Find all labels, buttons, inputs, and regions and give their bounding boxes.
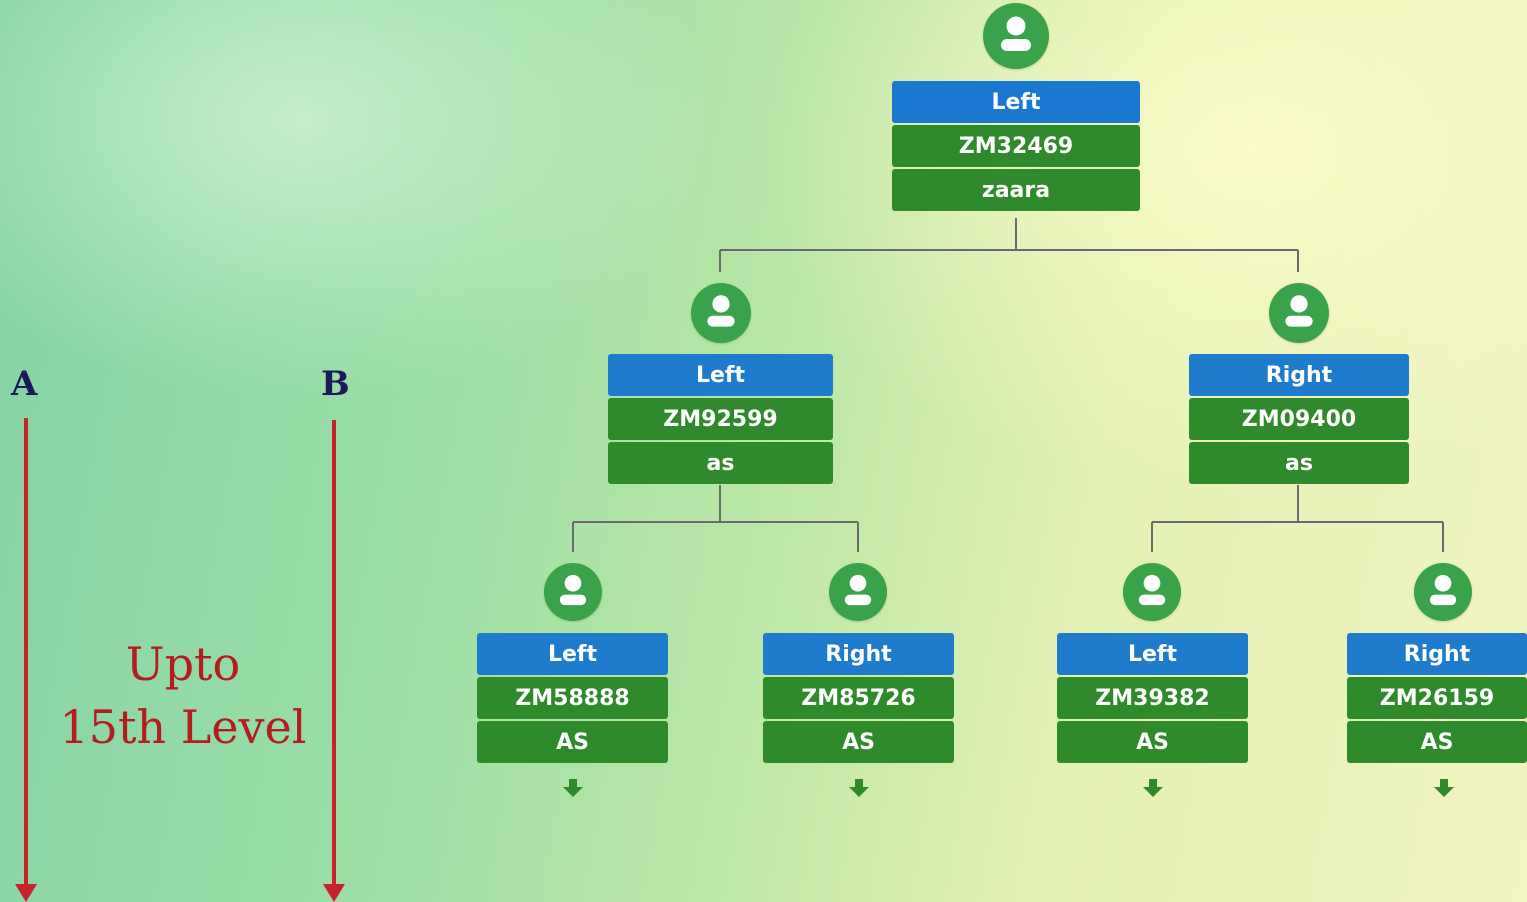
- node-member-name: AS: [1057, 721, 1248, 763]
- user-avatar-icon[interactable]: [691, 283, 751, 343]
- member-node-right[interactable]: Right ZM09400 as: [1189, 354, 1409, 484]
- node-side-label: Left: [608, 354, 833, 396]
- node-member-name: as: [608, 442, 833, 484]
- member-node-left-right[interactable]: Right ZM85726 AS: [763, 633, 954, 763]
- arrow-down-icon: [15, 884, 37, 902]
- connector-root: [719, 218, 1299, 272]
- node-member-id: ZM26159: [1347, 677, 1527, 719]
- user-avatar-icon[interactable]: [983, 3, 1049, 69]
- connector-right-branch: [1151, 485, 1444, 552]
- node-member-name: AS: [1347, 721, 1527, 763]
- node-member-id: ZM58888: [477, 677, 668, 719]
- member-node-left-left[interactable]: Left ZM58888 AS: [477, 633, 668, 763]
- down-arrow-icon[interactable]: [848, 777, 870, 799]
- node-member-name: zaara: [892, 169, 1140, 211]
- member-node-root[interactable]: Left ZM32469 zaara: [892, 81, 1140, 211]
- node-side-label: Right: [1347, 633, 1527, 675]
- node-side-label: Left: [892, 81, 1140, 123]
- user-avatar-icon[interactable]: [1123, 563, 1181, 621]
- axis-line-b: [332, 420, 336, 886]
- node-side-label: Left: [1057, 633, 1248, 675]
- axis-line-a: [24, 418, 28, 886]
- node-member-name: AS: [477, 721, 668, 763]
- node-side-label: Right: [763, 633, 954, 675]
- node-member-id: ZM85726: [763, 677, 954, 719]
- node-member-id: ZM39382: [1057, 677, 1248, 719]
- node-member-id: ZM32469: [892, 125, 1140, 167]
- level-caption: Upto 15th Level: [40, 633, 326, 759]
- node-member-id: ZM09400: [1189, 398, 1409, 440]
- user-avatar-icon[interactable]: [1269, 283, 1329, 343]
- node-side-label: Left: [477, 633, 668, 675]
- connector-left-branch: [572, 485, 859, 552]
- caption-line-1: Upto: [125, 637, 241, 691]
- node-member-id: ZM92599: [608, 398, 833, 440]
- arrow-down-icon: [323, 884, 345, 902]
- user-avatar-icon[interactable]: [544, 563, 602, 621]
- node-side-label: Right: [1189, 354, 1409, 396]
- user-avatar-icon[interactable]: [1414, 563, 1472, 621]
- axis-label-b: B: [321, 364, 350, 404]
- user-avatar-icon[interactable]: [829, 563, 887, 621]
- node-member-name: AS: [763, 721, 954, 763]
- down-arrow-icon[interactable]: [562, 777, 584, 799]
- node-member-name: as: [1189, 442, 1409, 484]
- member-node-right-left[interactable]: Left ZM39382 AS: [1057, 633, 1248, 763]
- down-arrow-icon[interactable]: [1142, 777, 1164, 799]
- member-node-right-right[interactable]: Right ZM26159 AS: [1347, 633, 1527, 763]
- axis-label-a: A: [11, 364, 38, 404]
- down-arrow-icon[interactable]: [1433, 777, 1455, 799]
- member-node-left[interactable]: Left ZM92599 as: [608, 354, 833, 484]
- caption-line-2: 15th Level: [59, 700, 307, 754]
